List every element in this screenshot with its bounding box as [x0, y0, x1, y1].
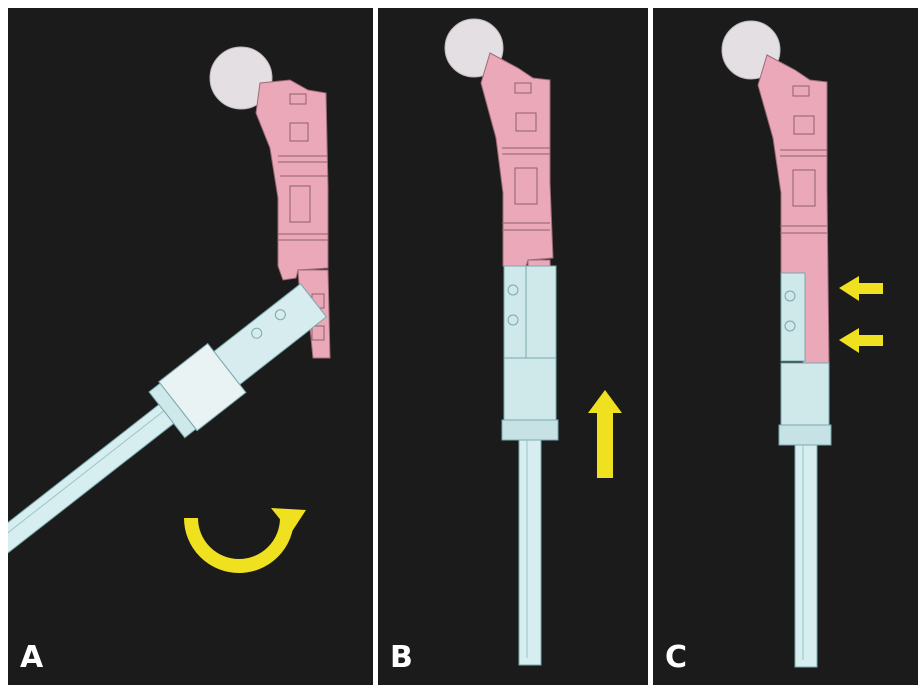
- up-arrow: [588, 390, 622, 478]
- panel-c: C: [653, 8, 918, 685]
- stem-ring: [502, 420, 558, 440]
- stem-rod: [519, 440, 541, 665]
- panel-label: A: [20, 640, 44, 675]
- panel-a-illustration: [8, 8, 373, 685]
- proximal-body: [256, 80, 328, 280]
- stem-rod: [795, 445, 817, 667]
- panel-label: B: [390, 640, 414, 675]
- stem-ring: [779, 425, 831, 445]
- stem-collar: [781, 363, 829, 425]
- panel-b-illustration: [378, 8, 648, 685]
- left-arrow-upper: [839, 276, 883, 301]
- rotation-arrow: [191, 508, 306, 566]
- panel-label: C: [665, 640, 688, 675]
- stem-neck: [504, 266, 556, 358]
- panel-c-illustration: [653, 8, 918, 685]
- stem-collar: [504, 358, 556, 420]
- panel-a: A: [8, 8, 373, 685]
- left-arrow-lower: [839, 328, 883, 353]
- panel-b: B: [378, 8, 648, 685]
- stem-neck: [781, 273, 805, 361]
- proximal-body: [481, 53, 553, 266]
